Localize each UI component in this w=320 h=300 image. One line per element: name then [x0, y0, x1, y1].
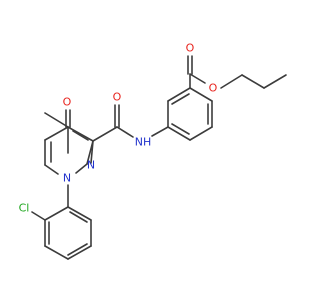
atom-o-ester: O: [209, 82, 218, 95]
bond: [75, 163, 88, 174]
bond: [44, 206, 69, 221]
bond: [44, 164, 59, 175]
bond: [44, 112, 69, 128]
bond: [67, 126, 94, 142]
bond: [220, 74, 243, 89]
bond: [171, 93, 190, 105]
atom-cl: Cl: [19, 202, 30, 215]
bond: [69, 211, 88, 223]
bond: [72, 130, 89, 141]
bond: [44, 126, 69, 141]
bond: [67, 206, 92, 221]
bond: [151, 126, 169, 137]
bond: [67, 245, 92, 260]
bond: [189, 126, 213, 141]
bond: [189, 73, 206, 84]
atom-o-amide: O: [113, 91, 122, 104]
atom-nh-amide: NH: [135, 136, 152, 149]
bond: [189, 87, 213, 102]
bond: [44, 245, 69, 260]
atom-n-ring-2: N: [87, 159, 95, 172]
bond: [92, 126, 118, 142]
atom-o-ester-carbonyl: O: [186, 42, 195, 55]
bonds: [31, 55, 287, 260]
bond: [241, 74, 265, 89]
atom-n-ring-1: N: [63, 172, 71, 185]
bond: [116, 126, 134, 138]
bond: [90, 140, 94, 164]
bond: [31, 211, 46, 221]
atom-o-ketone: O: [63, 96, 72, 109]
bond: [67, 243, 88, 256]
molecule-structure: O O NH N N O O Cl: [19, 42, 287, 260]
bond: [171, 123, 190, 135]
bond: [263, 74, 287, 89]
bond: [167, 126, 191, 141]
bond: [167, 87, 191, 102]
atom-labels: O O NH N N O O Cl: [19, 42, 218, 215]
